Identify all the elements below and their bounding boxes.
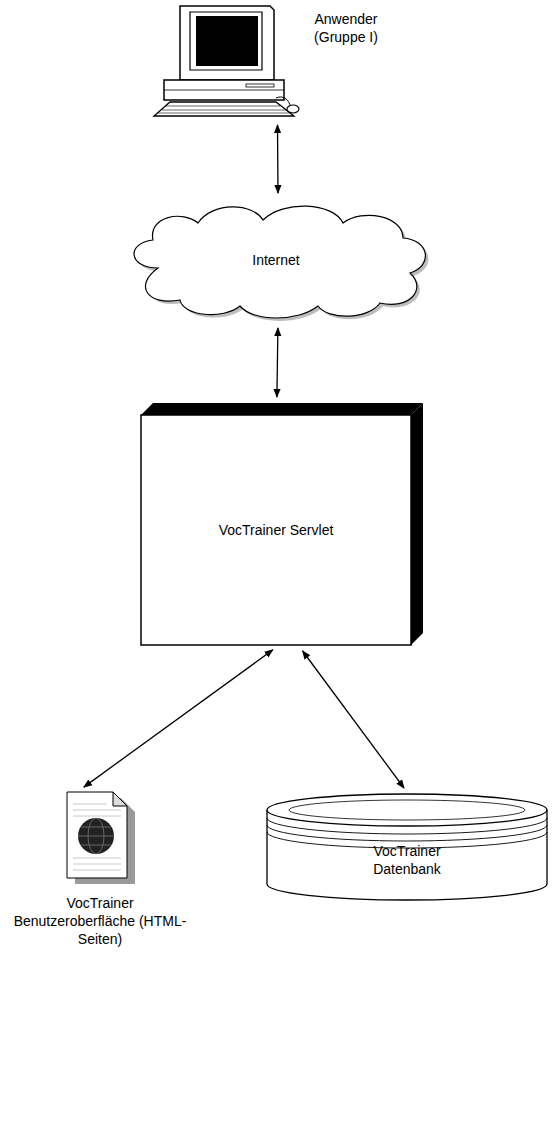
connector-arrow: [277, 125, 279, 193]
internet-cloud: Internet: [118, 198, 441, 326]
html-pages-icon-outline: [65, 790, 139, 886]
database-cylinder: VocTrainer Datenbank: [265, 792, 549, 902]
node-label: Internet: [216, 251, 336, 269]
node-label: VocTrainer Datenbank: [342, 842, 472, 878]
servlet-box: VocTrainer Servlet: [140, 402, 425, 647]
connector-arrow: [277, 328, 278, 397]
node-label: VocTrainer Benutzeroberfläche (HTML-Seit…: [10, 894, 190, 948]
connector-arrow: [303, 651, 404, 788]
node-label: VocTrainer Servlet: [216, 521, 336, 539]
connector-arrow: [84, 650, 273, 787]
html-pages-icon: VocTrainer Benutzeroberfläche (HTML-Seit…: [10, 790, 190, 960]
user-computer: Anwender (Gruppe I): [150, 2, 395, 120]
user-computer-outline: [150, 2, 300, 120]
node-label: Anwender (Gruppe I): [300, 10, 392, 46]
